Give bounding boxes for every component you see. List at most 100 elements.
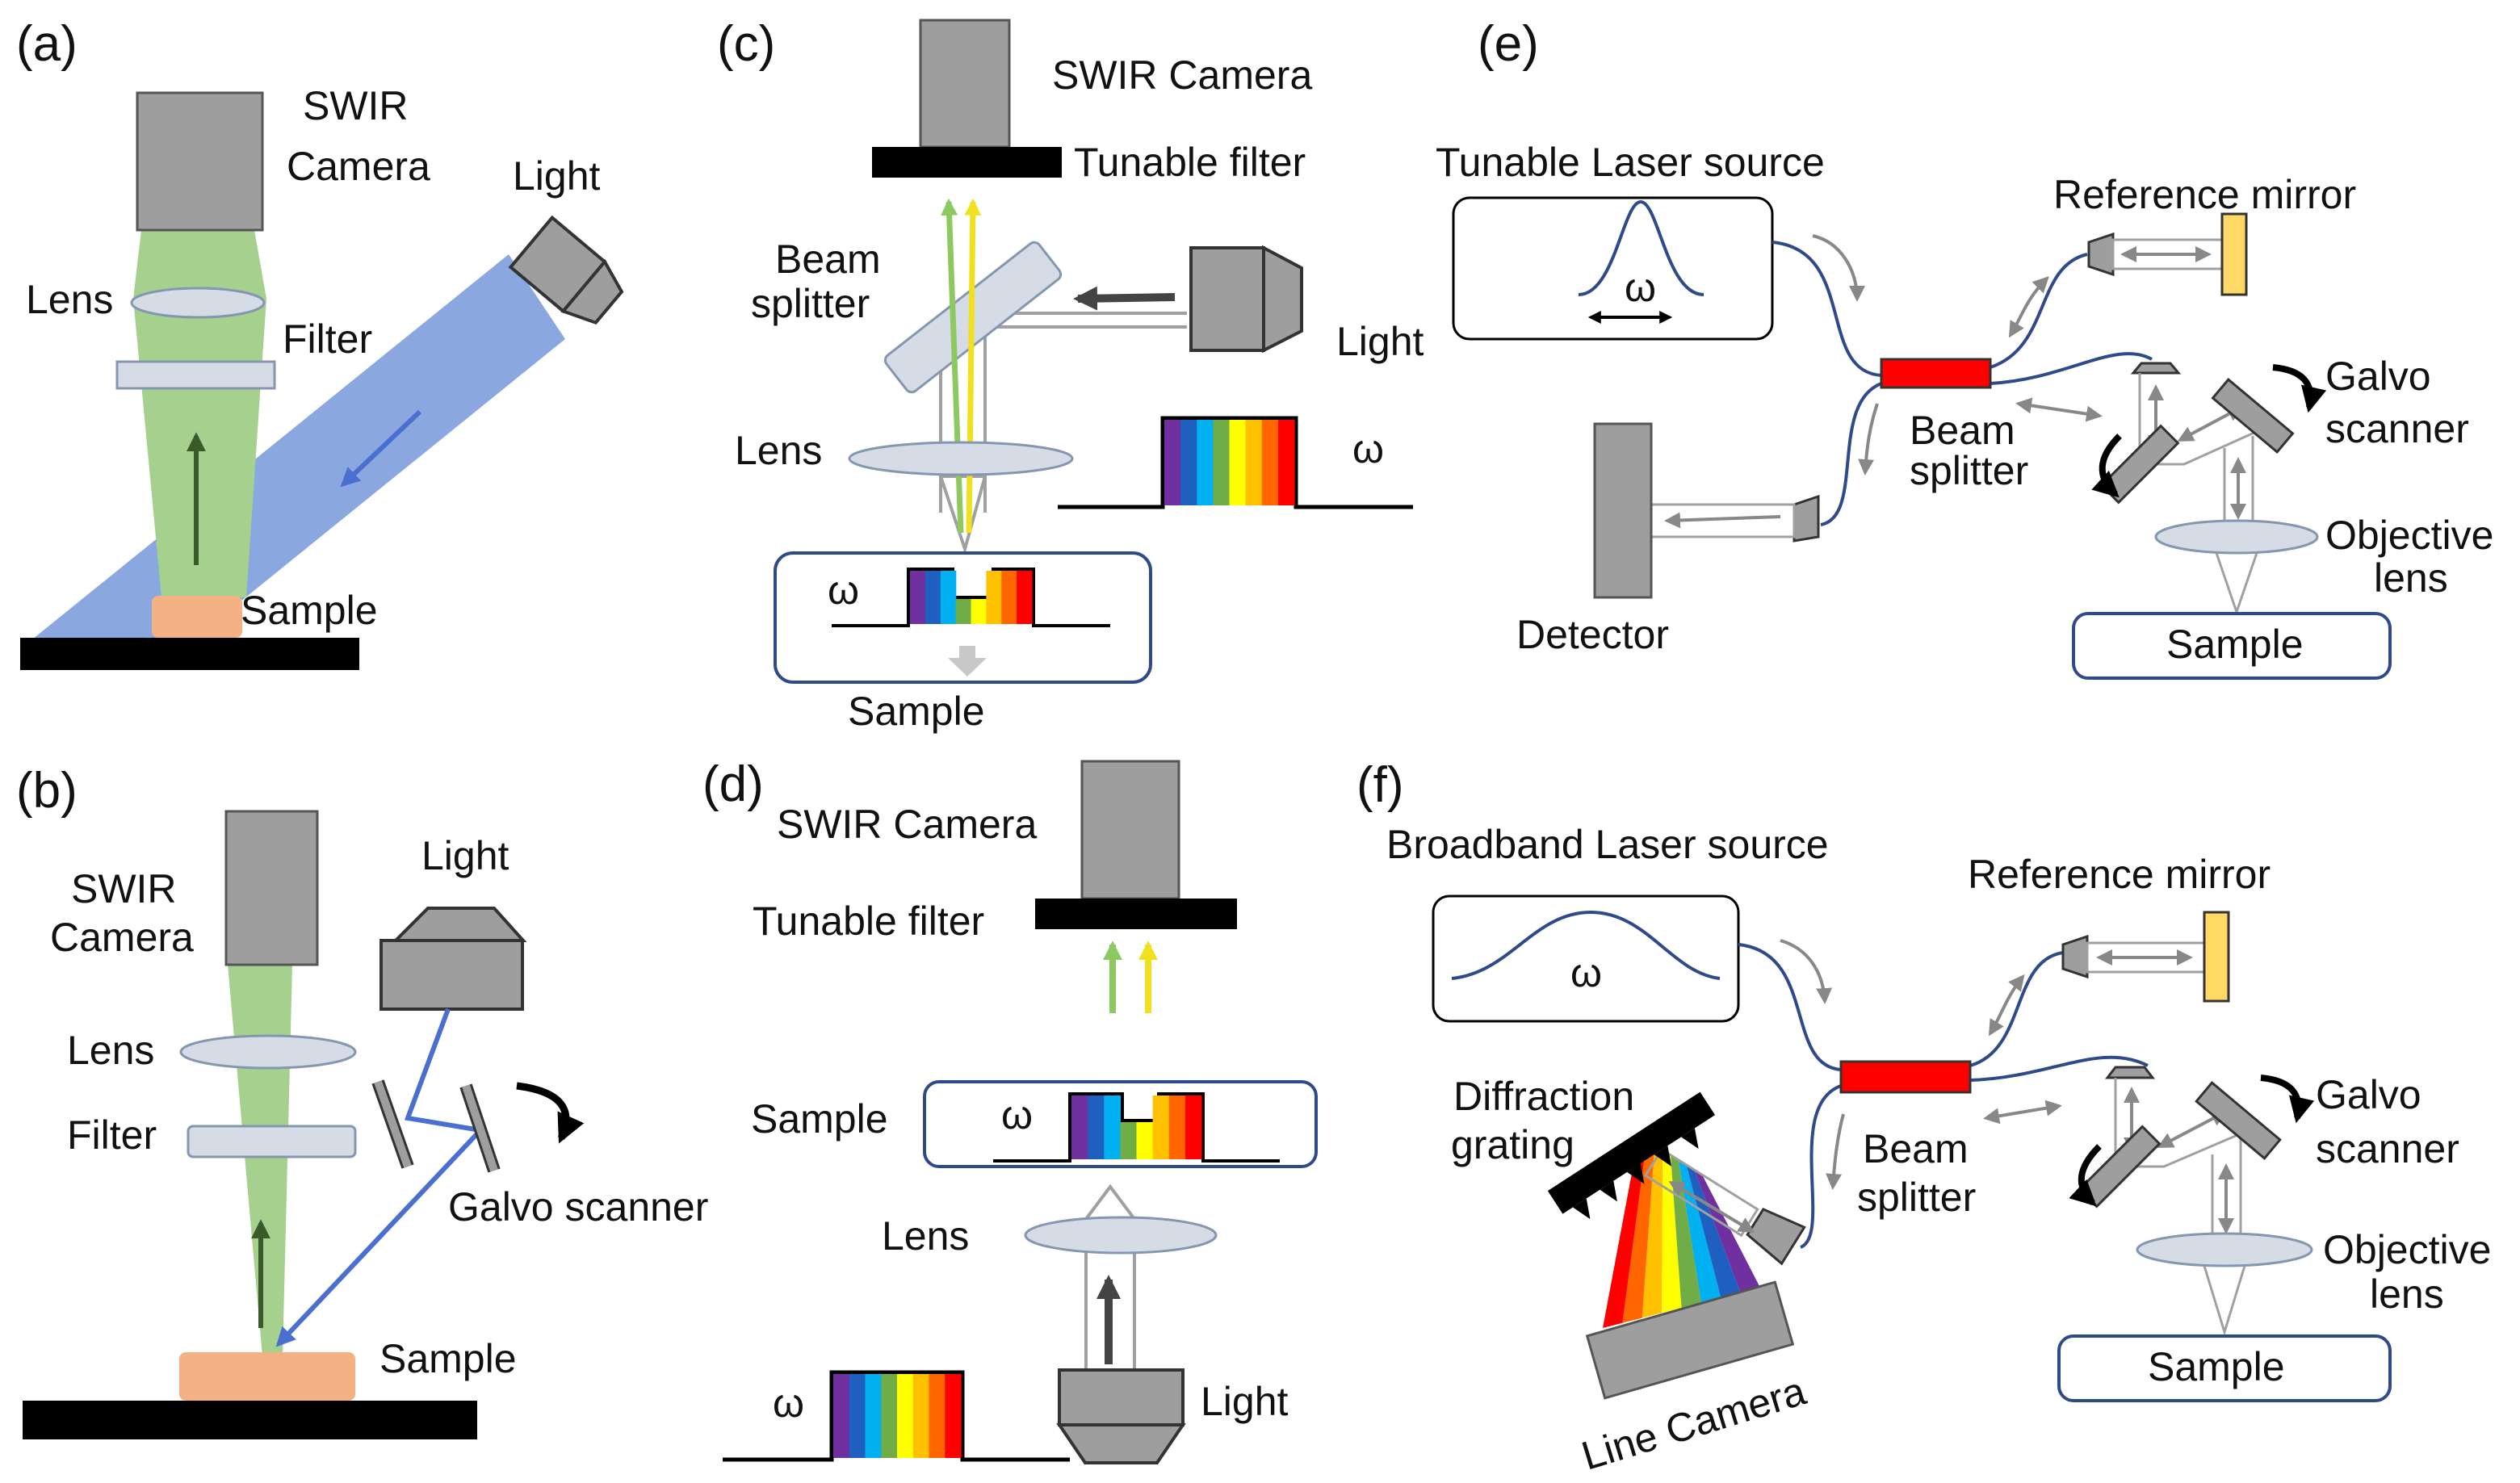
beam-splitter-label-line2: splitter [751,281,870,326]
galvo-mirror-2-face [462,1084,498,1172]
fiber-source [1772,241,1882,377]
coupler-element [1880,358,1992,389]
light-label: Light [1201,1379,1289,1424]
spectrum-band [865,1374,882,1458]
yellow-emission-arrow [964,198,982,534]
coupler-element [1839,1060,1972,1094]
galvo-mirror-1-face [374,1080,412,1168]
spectrum-band [1071,1095,1088,1159]
spectrum-band [940,571,957,624]
galvo-label-line1: Galvo [2325,354,2431,399]
fiber-detector [1820,382,1882,526]
spectrum-band [1213,420,1231,505]
camera-label: SWIR Camera [777,802,1037,847]
reference-mirror [2220,212,2248,296]
sample-collimator [2130,362,2182,375]
fan-band [1603,1134,1647,1328]
camera-label-line1: SWIR [303,83,409,128]
sample-spectrum-outline [993,1092,1280,1163]
line-camera-body [1585,1280,1795,1400]
lens-label: Lens [26,277,113,322]
filter-label: Filter [67,1112,157,1158]
panel-e: (e) [1436,16,2493,680]
scan-beam-path [275,1008,486,1347]
sample-beam-arrow-diag [2157,1111,2228,1148]
panel-c-tag: (c) [717,16,775,72]
filter-element [115,360,276,390]
sample-box [2072,612,2392,680]
beam-splitter-label-line1: Beam [1863,1126,1969,1171]
fan-band [1642,1144,1663,1318]
swir-camera-body [1080,760,1180,900]
light-label: Light [1336,319,1424,364]
omega-sample-label: ω [1001,1092,1033,1137]
reference-mirror [2203,911,2230,1003]
source-spectrum-curve [1578,199,1704,296]
fiber-arrow-source [1812,234,1865,302]
fiber-arrow-ref [2008,276,2049,338]
tunable-filter-label: Tunable filter [1074,140,1306,185]
lens-element [179,1034,357,1070]
diffraction-label-line2: grating [1451,1122,1574,1167]
light-label: Light [513,153,601,199]
spectrum-band [897,1374,914,1458]
light-cone [1083,1183,1138,1221]
galvo-mirror-2 [2211,377,2295,455]
spectrum-band [1088,1095,1105,1159]
sample-box [2057,1334,2392,1402]
diffraction-label-line1: Diffraction [1453,1074,1634,1119]
sample-label: Sample [2148,1344,2285,1389]
tunable-filter-label: Tunable filter [753,899,984,944]
panel-a-tag: (a) [16,16,78,72]
camera-label-line2: Camera [287,144,430,189]
fiber-sample [1990,352,2153,385]
spectrum-band [929,1374,946,1458]
tunable-filter-bar [872,147,1062,178]
objective-label-line1: Objective [2323,1227,2491,1272]
light-source-icon [1056,1368,1186,1464]
filter-element [187,1125,357,1158]
grating-collimator [1746,1208,1806,1266]
tunable-filter-bar [1035,899,1237,929]
objective-focus-cone [2203,1265,2246,1337]
spectrum-bars [833,1374,962,1458]
laser-source-box [1432,894,1740,1023]
camera-label-line1: SWIR [71,866,177,911]
swir-camera-body [919,19,1011,149]
fiber-sample [1969,1055,2149,1082]
spectrum-band [986,571,1002,624]
gray-down-arrow-icon [948,646,987,677]
diffraction-grating-element [1547,1091,1716,1220]
objective-lens-element [2136,1232,2313,1267]
objective-focus-cone [2215,552,2258,616]
beam-splitter-label-line1: Beam [1910,408,2015,453]
swir-camera-body [224,810,319,966]
panel-d-tag: (d) [702,756,764,812]
spectrum-band [1277,420,1295,505]
light-source-icon [379,907,527,1011]
light-direction-arrow [1073,286,1176,311]
fiber-arrow-ref [1988,974,2025,1037]
camera-label-line2: Camera [50,915,194,960]
ref-mirror-label: Reference mirror [2053,172,2356,217]
spectrum-band [833,1374,850,1458]
focus-cone [938,475,987,555]
objective-lens-element [2154,519,2319,555]
spectrum-band [1152,1095,1170,1159]
panel-b: (b) SWIR Camera Light Lens Filter Galvo … [16,763,708,1439]
stage-base [20,638,359,670]
objective-label-line1: Objective [2325,513,2493,558]
fiber-arrow-sample [2015,397,2103,422]
spectrum-band [945,1374,962,1458]
source-label: Broadband Laser source [1386,822,1829,867]
fan-band [1622,1139,1655,1323]
ref-collimator [2061,934,2089,979]
light-source-icon [1189,245,1303,354]
source-spectrum-curve [1451,910,1721,980]
green-beam [133,230,266,597]
galvo-label-line2: scanner [2325,406,2469,451]
detector-beam-arrow [1664,512,1781,529]
swir-camera-body [136,91,264,232]
spectrum-bars [1164,420,1295,505]
